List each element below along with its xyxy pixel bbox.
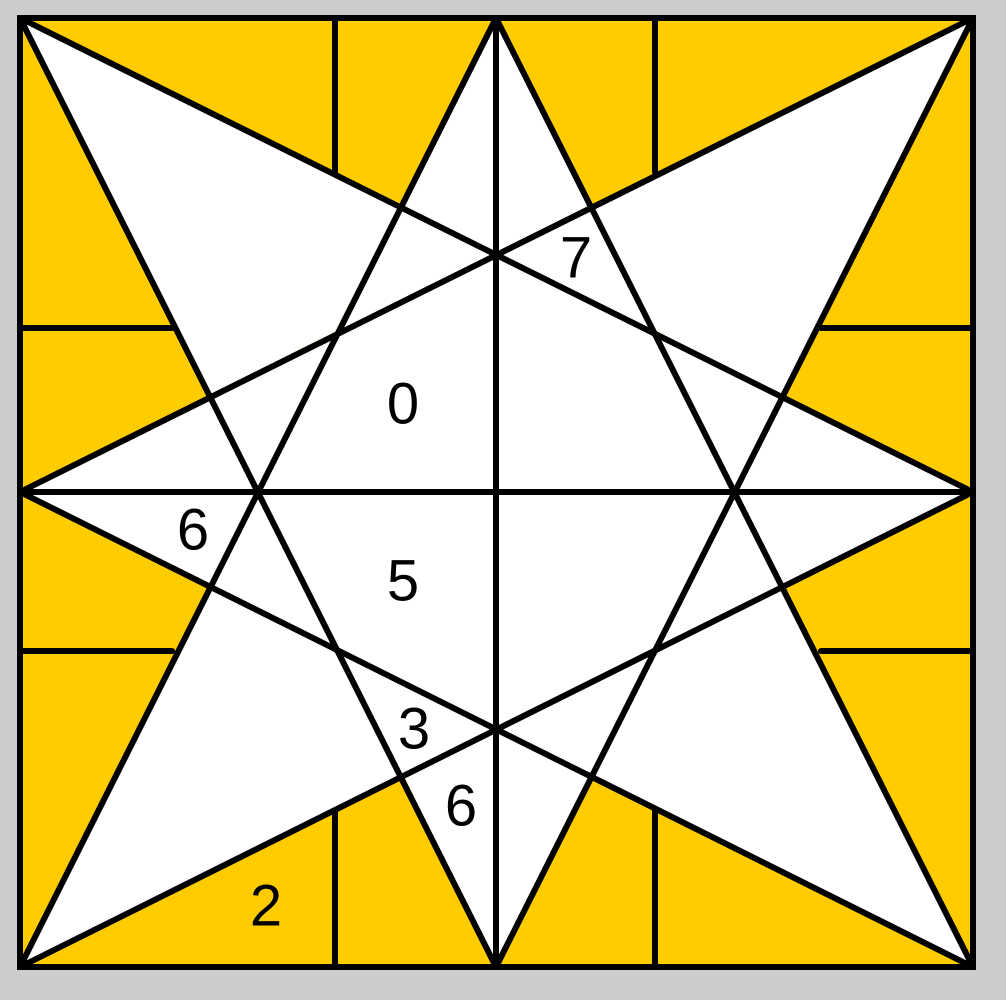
white-region-left-lower-tri[interactable] — [20, 492, 258, 589]
clue-0[interactable]: 0 — [387, 372, 419, 437]
white-region-top-right-kite[interactable] — [591, 18, 973, 397]
star-line-8 — [17, 489, 976, 970]
white-region-bottom-right-kite[interactable] — [591, 589, 973, 967]
white-region-bottom-left-kite[interactable] — [20, 589, 403, 967]
clue-5[interactable]: 5 — [387, 549, 419, 614]
clue-labels: 0 5 7 6 3 6 2 — [177, 226, 592, 939]
clue-6-bottom[interactable]: 6 — [445, 774, 477, 839]
star-line-3 — [17, 15, 976, 495]
grid-lines — [17, 15, 976, 970]
clue-3[interactable]: 3 — [398, 697, 430, 762]
clue-2[interactable]: 2 — [250, 874, 282, 939]
clue-7[interactable]: 7 — [560, 226, 592, 291]
white-region-top-left-kite[interactable] — [20, 18, 403, 399]
clue-6-left[interactable]: 6 — [177, 498, 209, 563]
star-line-7 — [493, 15, 976, 970]
star-line-5 — [17, 15, 499, 970]
